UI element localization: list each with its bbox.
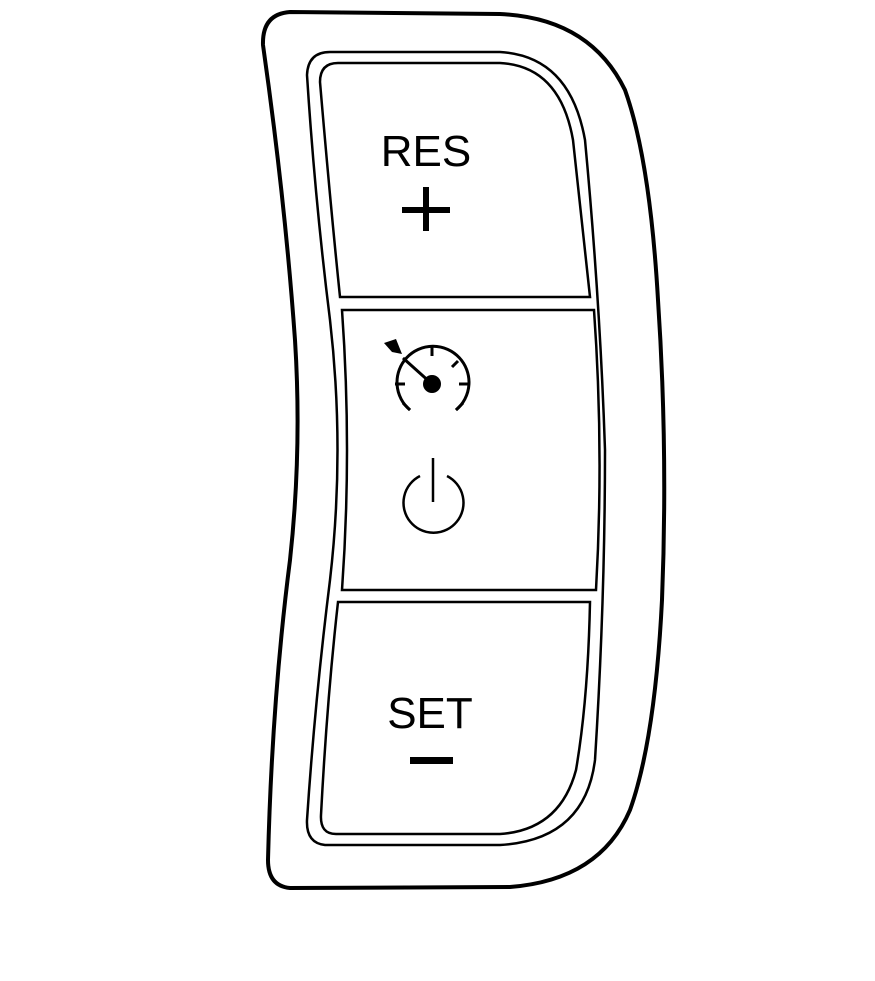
button-bezel <box>305 50 607 847</box>
res-label: RES <box>381 127 471 176</box>
set-label: SET <box>387 689 473 738</box>
cruise-speedometer-icon <box>384 339 471 412</box>
cruise-on-off-button[interactable] <box>340 308 601 592</box>
plus-icon <box>402 187 450 231</box>
res-plus-button[interactable]: RES <box>318 61 592 299</box>
minus-icon <box>410 757 453 764</box>
set-minus-button[interactable]: SET <box>319 600 592 836</box>
power-icon <box>402 458 465 535</box>
